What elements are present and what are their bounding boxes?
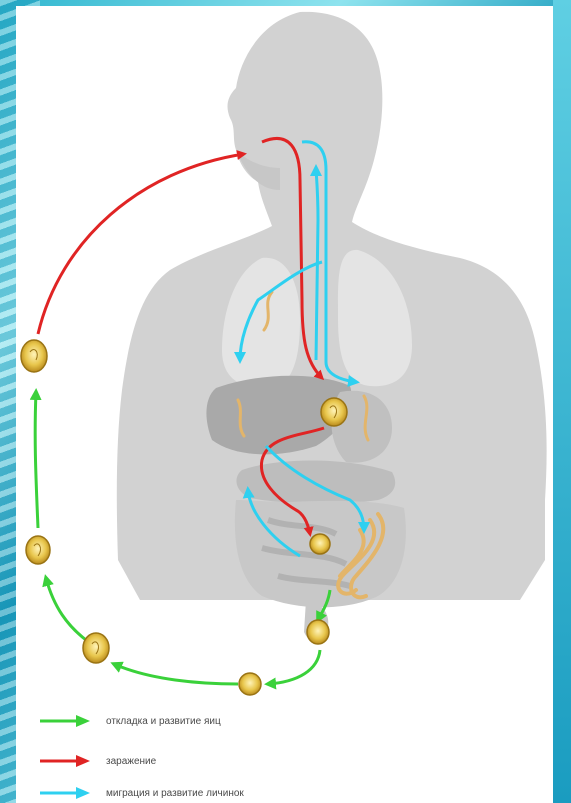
egg-3 <box>83 633 109 663</box>
egg-2 <box>26 536 50 564</box>
cyan-arrow-icon <box>40 786 92 800</box>
legend-label: заражение <box>106 756 156 767</box>
egg-arrow-to-ground <box>268 650 320 684</box>
red-arrow-icon <box>40 754 92 768</box>
legend-item-larva-migration: миграция и развитие личинок <box>40 784 244 802</box>
egg-6 <box>321 398 347 426</box>
egg-1 <box>21 340 47 372</box>
legend-label: откладка и развитие яиц <box>106 716 221 727</box>
egg-arrow-up-left-2 <box>35 392 38 528</box>
egg-5 <box>307 620 329 644</box>
egg-arrow-ground-left <box>114 664 238 684</box>
legend-item-infection: заражение <box>40 752 156 770</box>
green-arrow-icon <box>40 714 92 728</box>
egg-7 <box>310 534 330 554</box>
egg-4 <box>239 673 261 695</box>
legend-label: миграция и развитие личинок <box>106 788 244 799</box>
legend-item-egg-development: откладка и развитие яиц <box>40 712 221 730</box>
egg-arrow-up-left-1 <box>46 578 86 640</box>
